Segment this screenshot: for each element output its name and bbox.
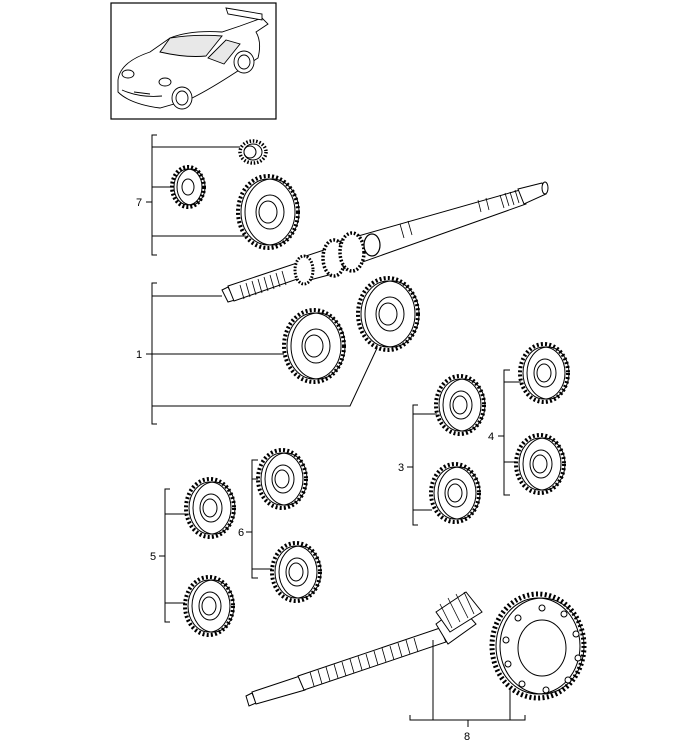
gear-icon bbox=[429, 462, 482, 524]
gear-icon bbox=[514, 433, 567, 495]
gear-icon bbox=[270, 541, 323, 603]
gear-icon bbox=[184, 477, 237, 539]
group-4-bracket bbox=[498, 369, 524, 496]
ring-gear-icon bbox=[489, 591, 587, 701]
group-5-bracket bbox=[159, 488, 188, 623]
gear-icon bbox=[518, 342, 571, 404]
gear-icon bbox=[282, 308, 347, 384]
group-7-bracket bbox=[146, 134, 246, 256]
gear-icon bbox=[356, 276, 421, 352]
gear-icon bbox=[236, 174, 301, 250]
vehicle-thumbnail bbox=[110, 2, 277, 120]
callout-8: 8 bbox=[464, 731, 470, 743]
shaft-icon bbox=[221, 181, 549, 303]
callout-3: 3 bbox=[398, 462, 404, 474]
callout-4: 4 bbox=[488, 431, 494, 443]
callout-5: 5 bbox=[150, 551, 156, 563]
gear-icon bbox=[434, 374, 487, 436]
car-thumbnail-icon bbox=[117, 7, 269, 110]
group-1-bracket bbox=[146, 282, 379, 425]
group-8-bracket bbox=[409, 640, 526, 727]
callout-6: 6 bbox=[238, 527, 244, 539]
callout-1: 1 bbox=[136, 349, 142, 361]
gear-icon bbox=[256, 448, 309, 510]
gear-icon bbox=[183, 575, 236, 637]
gear-icon bbox=[170, 165, 207, 209]
pinion-shaft-icon bbox=[245, 591, 483, 707]
callout-7: 7 bbox=[136, 197, 142, 209]
group-3-bracket bbox=[407, 404, 440, 526]
needle-bearing-icon bbox=[238, 139, 268, 165]
